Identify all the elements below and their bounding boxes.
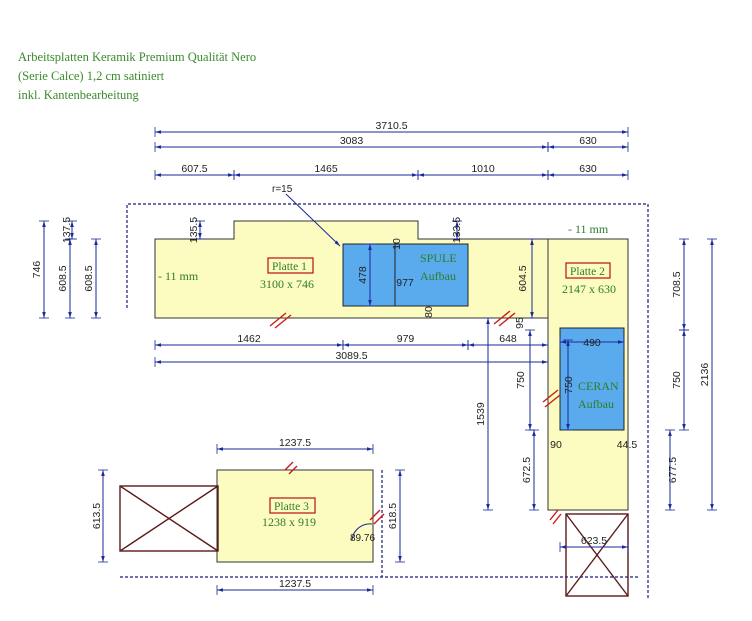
plate-2-size: 2147 x 630 xyxy=(562,282,616,296)
dimension-label: 607.5 xyxy=(181,163,207,175)
plate-3-name-box xyxy=(269,497,316,514)
dimension-label: 1539 xyxy=(475,402,487,426)
angle-label: 89.76 xyxy=(350,533,375,544)
dimension-label: 630 xyxy=(579,163,597,175)
title-line-3: inkl. Kantenbearbeitung xyxy=(18,88,139,102)
dimension-label: 672.5 xyxy=(521,457,533,483)
plate-1-name: Platte 1 xyxy=(272,261,307,273)
overhang-right-note: - 11 mm xyxy=(568,222,609,236)
dimension-label: 90 xyxy=(550,439,562,451)
dimension-lines: 3710.5 3083 630 607.5 1465 1010 630 135.5 137.5 1… xyxy=(31,120,717,595)
cabinet-outline xyxy=(120,203,649,598)
dimension-label: 137.5 xyxy=(61,217,73,243)
dimension-label: 3083 xyxy=(340,135,364,147)
dimension-label: 708.5 xyxy=(671,271,683,297)
dimension-label: 10 xyxy=(391,238,403,250)
dimension-label: 750 xyxy=(515,371,527,389)
dimension-label: 3710.5 xyxy=(375,120,407,132)
hob-label-1: CERAN xyxy=(578,379,619,393)
joint-marks xyxy=(269,310,562,525)
dimension-label: 478 xyxy=(357,266,369,284)
dimension-label: 490 xyxy=(583,337,601,349)
dimension-label: 608.5 xyxy=(83,265,95,291)
dimension-label: 135.5 xyxy=(188,217,200,243)
dimension-label: 133.5 xyxy=(451,217,463,243)
dimension-label: 3089.5 xyxy=(335,350,367,362)
dimension-label: 623.5 xyxy=(581,535,607,547)
sink-label-2: Aufbau xyxy=(420,269,456,283)
dimension-label: 2136 xyxy=(699,363,711,387)
plate-2-name: Platte 2 xyxy=(570,266,605,278)
dimension-label: 648 xyxy=(499,333,517,345)
title-block: Arbeitsplatten Keramik Premium Qualität … xyxy=(18,48,256,105)
dimension-label: 95 xyxy=(514,317,526,329)
plate-3-surface xyxy=(216,469,374,563)
cabinet-x-left xyxy=(119,485,219,552)
dimension-label: 44.5 xyxy=(617,439,638,451)
dimension-label: 750 xyxy=(563,376,575,394)
dimension-label: 1465 xyxy=(314,163,338,175)
angle-arc xyxy=(351,523,373,541)
dimension-label: 80 xyxy=(423,306,435,318)
dimension-label: 746 xyxy=(31,261,43,279)
dimension-label: 677.5 xyxy=(667,457,679,483)
sink-inner xyxy=(394,243,469,307)
radius-label: r=15 xyxy=(272,184,293,195)
dimension-label: 750 xyxy=(671,371,683,389)
plate-3-name: Platte 3 xyxy=(274,501,309,513)
dimension-label: 1462 xyxy=(237,333,261,345)
dimension-label: 979 xyxy=(397,333,415,345)
dimension-label: 977 xyxy=(396,277,414,289)
dimension-label: 618.5 xyxy=(387,503,399,529)
hob-cutout xyxy=(559,327,625,431)
dimension-label: 1237.5 xyxy=(279,578,311,590)
dimension-label: 630 xyxy=(579,135,597,147)
sink-label-1: SPULE xyxy=(420,251,457,265)
title-line-2: (Serie Calce) 1,2 cm satiniert xyxy=(18,69,165,83)
radius-leader xyxy=(285,193,341,247)
plate-3-size: 1238 x 919 xyxy=(262,515,316,529)
overhang-left-note: - 11 mm xyxy=(158,269,199,283)
dimension-label: 613.5 xyxy=(91,503,103,529)
dimension-label: 1010 xyxy=(471,163,495,175)
dimension-label: 608.5 xyxy=(57,265,69,291)
dimension-label: 604.5 xyxy=(517,265,529,291)
cabinet-x-bottom xyxy=(565,513,629,597)
plate-2-name-box xyxy=(565,262,611,279)
hob-label-2: Aufbau xyxy=(578,397,614,411)
title-line-1: Arbeitsplatten Keramik Premium Qualität … xyxy=(18,50,257,64)
dimension-label: 1237.5 xyxy=(279,437,311,449)
plate-1-size: 3100 x 746 xyxy=(260,277,314,291)
plate-1-name-box xyxy=(267,257,314,274)
